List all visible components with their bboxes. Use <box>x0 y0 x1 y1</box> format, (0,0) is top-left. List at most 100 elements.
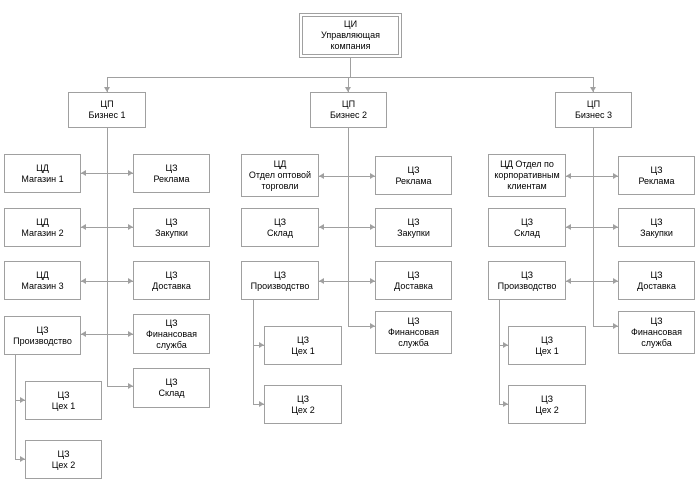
g2-node-warehouse[interactable]: ЦЗ Склад <box>241 208 319 247</box>
node-label-line: клиентам <box>507 181 547 191</box>
g1-node-advertising[interactable]: ЦЗ Реклама <box>133 154 210 193</box>
g1-row-4-connector <box>81 331 133 337</box>
arrowhead-right-icon <box>20 456 25 462</box>
arrowhead-left-icon <box>81 331 86 337</box>
node-label-line: Отдел оптовой <box>248 170 312 180</box>
node-label-line: Магазин 1 <box>21 173 64 184</box>
node-label-line: ЦЗ <box>296 334 310 345</box>
node-label-line: Финансовая <box>146 328 197 339</box>
node-label-line: ЦЗ <box>650 216 663 227</box>
arrowhead-right-icon <box>613 278 618 284</box>
node-label-line: Цех 1 <box>51 400 76 411</box>
connector-root-stub <box>350 58 351 78</box>
node-label-line: ЦД <box>36 269 49 280</box>
node-label-line: Доставка <box>637 280 676 291</box>
arrowhead-left-icon <box>319 224 324 230</box>
node-label-line: ЦЗ <box>165 216 178 227</box>
node-label-line: ЦЗ <box>520 216 534 227</box>
node-label-line: ЦЗ <box>296 393 310 404</box>
node-label-line: Реклама <box>153 173 190 184</box>
g2-node-advertising[interactable]: ЦЗ Реклама <box>375 156 452 195</box>
arrowhead-right-icon <box>503 342 508 348</box>
g2-node-workshop-2[interactable]: ЦЗ Цех 2 <box>264 385 342 424</box>
g1-node-workshop-2[interactable]: ЦЗ Цех 2 <box>25 440 102 479</box>
g1-node-purchasing[interactable]: ЦЗ Закупки <box>133 208 210 247</box>
g2-node-delivery[interactable]: ЦЗ Доставка <box>375 261 452 300</box>
g1-node-delivery[interactable]: ЦЗ Доставка <box>133 261 210 300</box>
node-label-line: ЦП <box>100 99 114 109</box>
node-label-line: ЦЗ <box>165 377 178 387</box>
node-label-line: Магазин 3 <box>21 280 64 291</box>
node-label-line: торговли <box>261 181 299 191</box>
g3-node-purchasing[interactable]: ЦЗ Закупки <box>618 208 695 247</box>
node-label-line: Закупки <box>155 227 188 238</box>
arrowhead-right-icon <box>370 278 375 284</box>
arrowhead-right-icon <box>613 323 618 329</box>
g1-workshop-2-connector <box>15 456 25 462</box>
g1-node-workshop-1[interactable]: ЦЗ Цех 1 <box>25 381 102 420</box>
node-label-line: ЦЗ <box>165 317 178 328</box>
g3-workshop-1-connector <box>499 342 508 348</box>
g3-node-delivery[interactable]: ЦЗ Доставка <box>618 261 695 300</box>
node-label-line: Бизнес 1 <box>88 110 126 120</box>
node-label-line: Цех 2 <box>535 404 559 415</box>
g3-node-advertising[interactable]: ЦЗ Реклама <box>618 156 695 195</box>
g1-row-3-connector <box>81 278 133 284</box>
node-label-line: Производство <box>250 280 310 291</box>
node-label-line: ЦЗ <box>407 269 420 280</box>
g1-row-2-connector <box>81 224 133 230</box>
arrowhead-right-icon <box>128 278 133 284</box>
g2-finance-connector <box>348 323 375 329</box>
node-label-line: Закупки <box>640 227 673 238</box>
g1-node-warehouse[interactable]: ЦЗ Склад <box>133 368 210 408</box>
node-label-line: ЦЗ <box>650 269 663 280</box>
node-label-line: Реклама <box>638 175 675 186</box>
g2-node-wholesale-dept[interactable]: ЦД Отдел оптовой торговли <box>241 154 319 197</box>
g2-workshop-trunk <box>253 300 254 405</box>
node-label-line: компания <box>330 41 371 51</box>
g3-node-production[interactable]: ЦЗ Производство <box>488 261 566 300</box>
node-management-company[interactable]: ЦИ Управляющая компания <box>299 13 402 58</box>
node-label-line: Финансовая <box>631 327 682 337</box>
node-label-line: Склад <box>158 388 185 398</box>
node-label-line: ЦЗ <box>165 269 178 280</box>
node-inner-border: ЦИ Управляющая компания <box>302 16 399 55</box>
node-label-line: корпоративным <box>494 170 560 180</box>
g3-node-workshop-2[interactable]: ЦЗ Цех 2 <box>508 385 586 424</box>
arrowhead-left-icon <box>319 173 324 179</box>
g1-warehouse-connector <box>107 383 133 389</box>
node-label-line: ЦД <box>273 159 287 169</box>
node-business-1[interactable]: ЦП Бизнес 1 <box>68 92 146 128</box>
node-label-line: ЦЗ <box>540 334 554 345</box>
node-label-line: Цех 2 <box>51 459 76 470</box>
arrowhead-right-icon <box>613 224 618 230</box>
g3-node-corporate-clients-dept[interactable]: ЦД Отдел по корпоративным клиентам <box>488 154 566 197</box>
g3-node-warehouse[interactable]: ЦЗ Склад <box>488 208 566 247</box>
g3-node-workshop-1[interactable]: ЦЗ Цех 1 <box>508 326 586 365</box>
g3-row-1-connector <box>566 173 618 179</box>
node-label-line: Доставка <box>152 280 191 291</box>
node-label-line: ЦИ <box>343 19 358 29</box>
g1-node-finance[interactable]: ЦЗ Финансовая служба <box>133 314 210 354</box>
g2-node-workshop-1[interactable]: ЦЗ Цех 1 <box>264 326 342 365</box>
node-label-line: ЦЗ <box>36 324 49 335</box>
node-label-line: ЦП <box>341 99 356 109</box>
node-label-line: Бизнес 3 <box>574 110 613 120</box>
g1-node-production[interactable]: ЦЗ Производство <box>4 316 81 355</box>
g3-finance-connector <box>593 323 618 329</box>
node-label-line: ЦЗ <box>407 164 420 175</box>
node-business-2[interactable]: ЦП Бизнес 2 <box>310 92 387 128</box>
g1-trunk <box>107 128 108 386</box>
g3-node-finance[interactable]: ЦЗ Финансовая служба <box>618 311 695 354</box>
g1-node-shop-1[interactable]: ЦД Магазин 1 <box>4 154 81 193</box>
g2-node-finance[interactable]: ЦЗ Финансовая служба <box>375 311 452 354</box>
g1-node-shop-3[interactable]: ЦД Магазин 3 <box>4 261 81 300</box>
g2-node-production[interactable]: ЦЗ Производство <box>241 261 319 300</box>
g1-node-shop-2[interactable]: ЦД Магазин 2 <box>4 208 81 247</box>
node-label-line: Закупки <box>397 227 430 238</box>
connector-drop-business-3 <box>590 77 596 92</box>
node-business-3[interactable]: ЦП Бизнес 3 <box>555 92 632 128</box>
g2-node-purchasing[interactable]: ЦЗ Закупки <box>375 208 452 247</box>
node-label-line: служба <box>641 338 672 348</box>
node-label-line: ЦД <box>36 162 49 173</box>
